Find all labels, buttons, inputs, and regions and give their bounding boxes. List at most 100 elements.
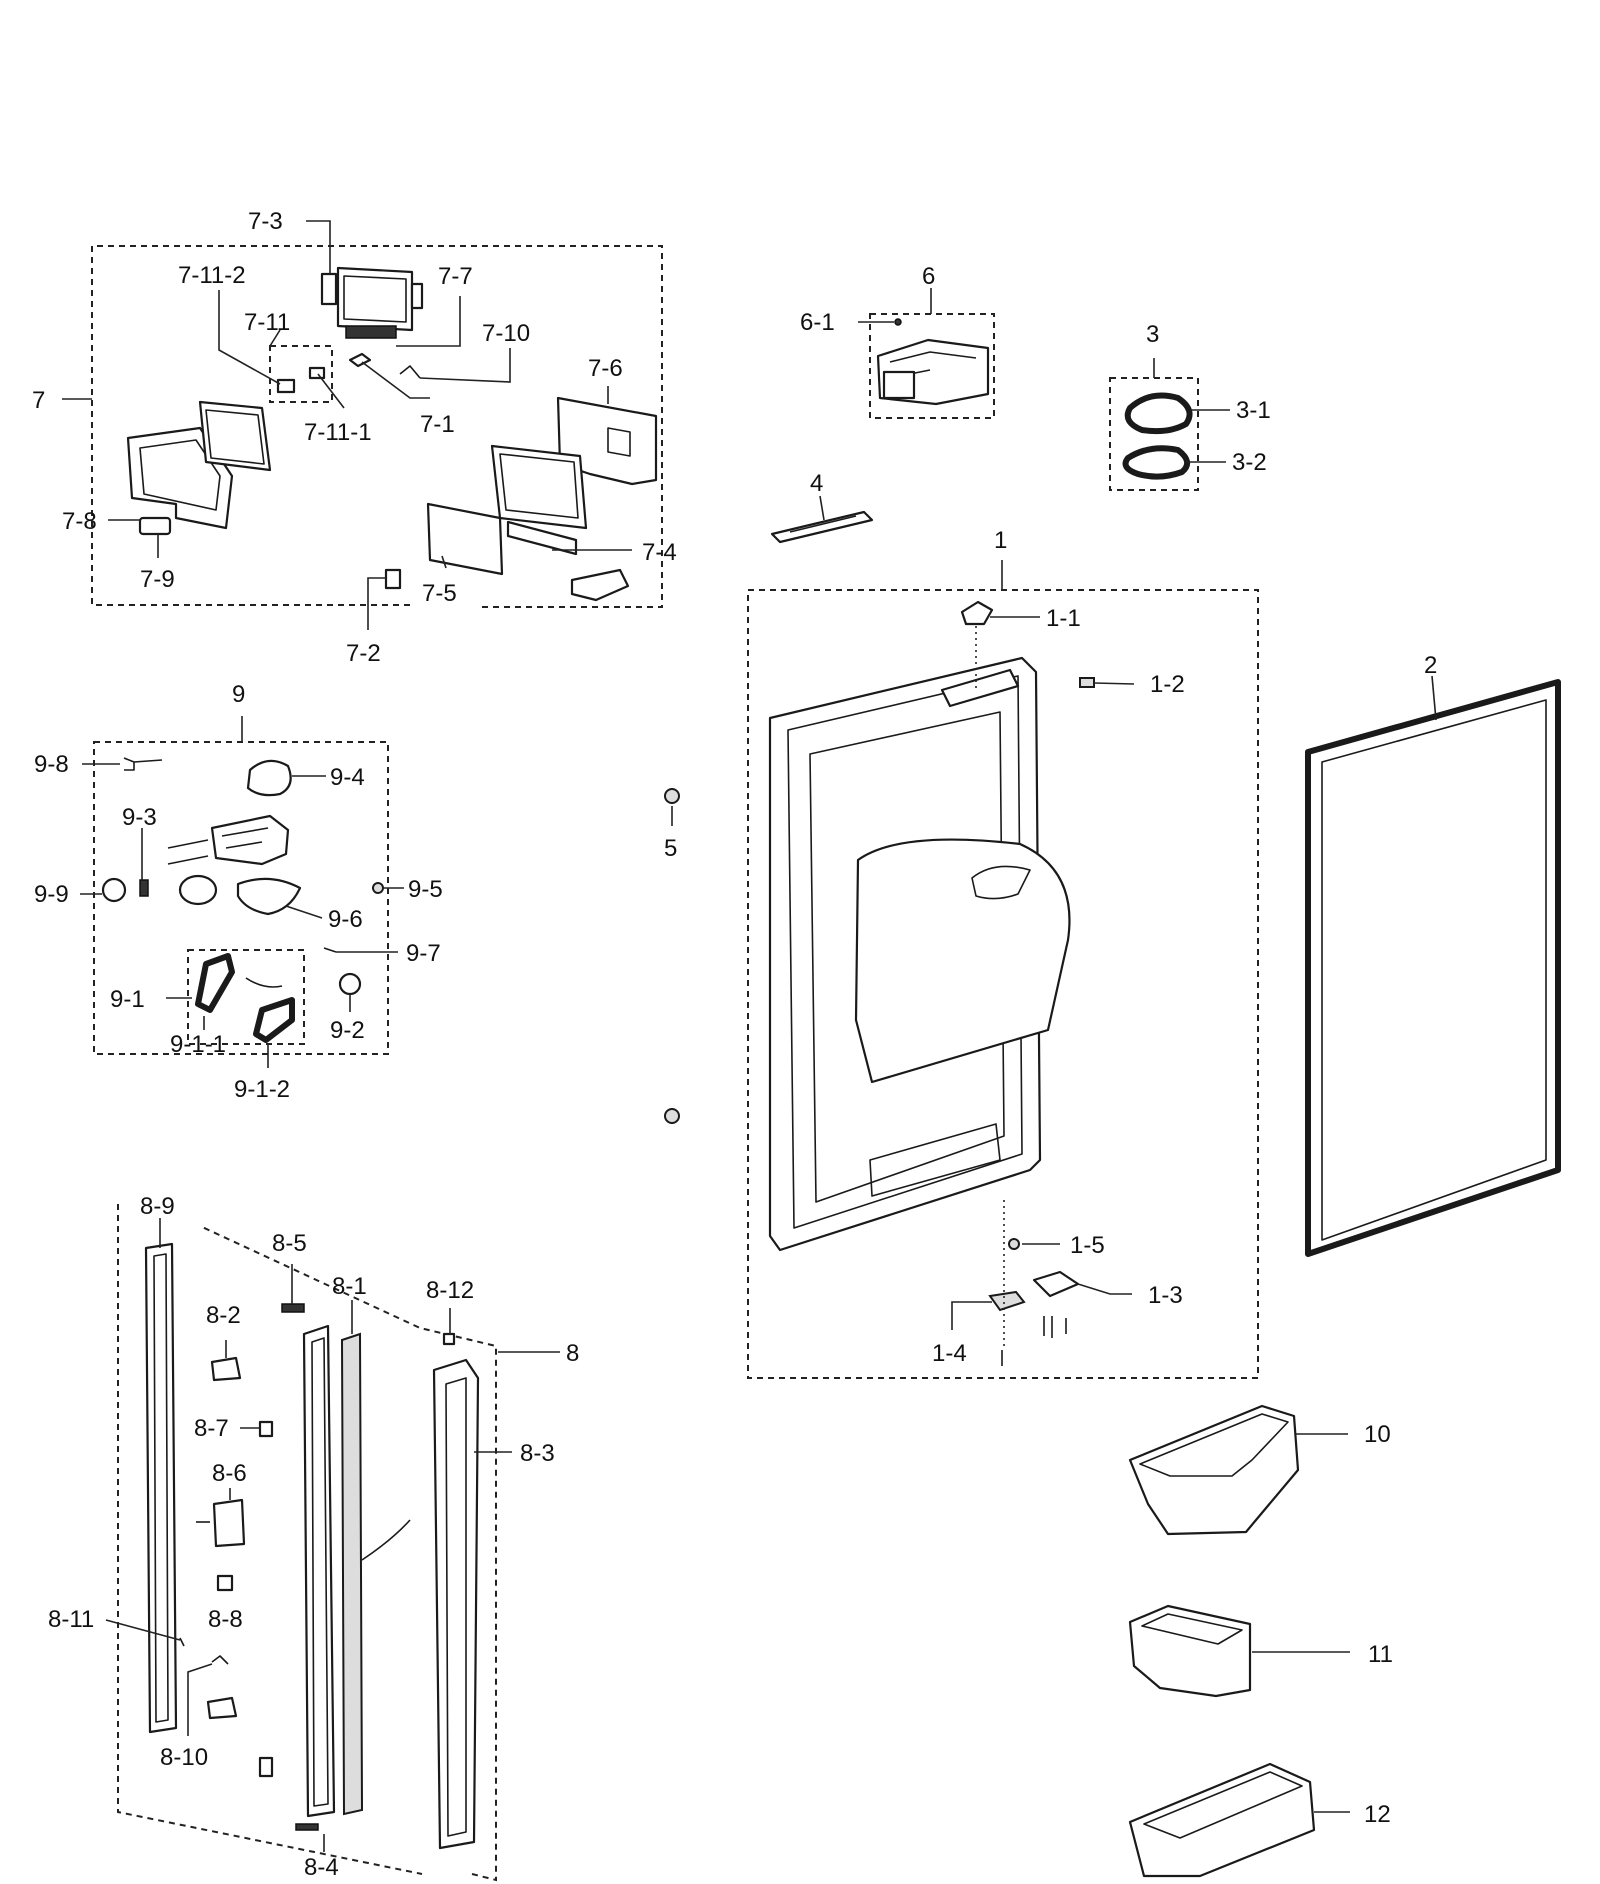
- part-1-door-inner-2: [809, 711, 1005, 1203]
- part-5-pin-upper: [664, 788, 680, 804]
- part-1-door-inner-1: [787, 675, 1023, 1229]
- part-8-11-pin: [179, 1637, 185, 1647]
- leader-1-4: [951, 1301, 992, 1330]
- group-5-hinge-pins: [664, 788, 680, 1124]
- leader-7-11-1: [317, 373, 345, 409]
- label-7-10: 7-10: [482, 320, 530, 347]
- part-3-1-seal: [1124, 392, 1193, 435]
- label-8-3: 8-3: [520, 1440, 555, 1467]
- label-8-10: 8-10: [160, 1744, 208, 1771]
- part-6-1-screw: [894, 318, 902, 326]
- label-11: 11: [1368, 1641, 1393, 1668]
- group-2-gasket: [1305, 675, 1561, 1257]
- part-9-6-funnel: [236, 877, 302, 916]
- part-9-1-1-bracket: [195, 953, 235, 1013]
- leader-7-7: [396, 296, 461, 347]
- label-9-7: 9-7: [406, 940, 441, 967]
- part-8-3-handle-cover: [432, 1358, 480, 1850]
- label-10: 10: [1364, 1421, 1391, 1448]
- label-5: 5: [664, 835, 677, 862]
- part-7-6-housing-recess: [607, 427, 631, 457]
- label-8-1: 8-1: [332, 1273, 367, 1300]
- group-7-11-boundary: [269, 345, 333, 403]
- part-9-1-wire: [245, 977, 283, 988]
- label-7-11-1: 7-11-1: [304, 419, 372, 446]
- part-2-gasket-inner: [1321, 699, 1547, 1241]
- group-1-boundary: [747, 589, 1259, 1379]
- part-12-bin-inner: [1143, 1771, 1303, 1839]
- part-10-bin-inner: [1139, 1413, 1289, 1477]
- leader-7-1: [361, 361, 430, 399]
- part-9-3-motor-assembly: [210, 814, 290, 866]
- label-9-5: 9-5: [408, 876, 443, 903]
- leader-8-10: [187, 1663, 213, 1736]
- part-9-5-grommet: [372, 882, 384, 894]
- part-drip-tray: [570, 568, 630, 602]
- part-8-2-bracket: [210, 1356, 242, 1382]
- label-1-3: 1-3: [1148, 1282, 1183, 1309]
- group-6-boundary: [869, 313, 995, 419]
- part-8-lower-clip: [258, 1756, 274, 1778]
- label-4: 4: [810, 470, 823, 497]
- part-7-10-wire: [399, 365, 421, 379]
- group-8-boundary: [117, 1204, 497, 1882]
- part-display-window: [198, 400, 272, 472]
- label-8-8: 8-8: [208, 1606, 243, 1633]
- label-3: 3: [1146, 321, 1159, 348]
- leader-7-11-2: [218, 290, 281, 385]
- label-9: 9: [232, 681, 245, 708]
- label-9-1: 9-1: [110, 986, 145, 1013]
- label-8-2: 8-2: [206, 1302, 241, 1329]
- part-inner-frame: [490, 444, 588, 530]
- label-1: 1: [994, 527, 1007, 554]
- group-10-bin: [1128, 1404, 1348, 1536]
- part-9-4-cover: [246, 759, 292, 797]
- label-9-9: 9-9: [34, 881, 69, 908]
- part-8-4-foot: [295, 1823, 319, 1831]
- part-7-3-bracket: [320, 272, 338, 306]
- part-8-3-handle-inner: [445, 1377, 467, 1837]
- callout-labels: 7-3 7-11-2 7-7 7-11 7-10 7-6 7 7-1 7-11-…: [32, 208, 1437, 1881]
- group-12-bin: [1128, 1762, 1350, 1878]
- part-11-bin: [1128, 1604, 1252, 1698]
- label-6-1: 6-1: [800, 309, 835, 336]
- label-7-1: 7-1: [420, 411, 455, 438]
- part-1-dispenser-recess: [854, 838, 1071, 1084]
- label-9-6: 9-6: [328, 906, 363, 933]
- part-8-5-cap: [281, 1303, 305, 1313]
- leader-9-6: [285, 905, 323, 919]
- leader-7-11: [269, 329, 281, 347]
- label-1-1: 1-1: [1046, 605, 1081, 632]
- part-8-4-handle-inner: [311, 1337, 329, 1807]
- part-7-4-bar: [506, 520, 578, 556]
- group-7-dispenser-panel: [62, 220, 663, 630]
- label-9-2: 9-2: [330, 1017, 365, 1044]
- part-7-7-control-board: [336, 266, 414, 332]
- group-6-motor: [858, 288, 995, 419]
- part-9-1-2-bracket: [253, 997, 295, 1043]
- label-8-6: 8-6: [212, 1460, 247, 1487]
- group-9-1-boundary: [187, 949, 305, 1045]
- label-8-5: 8-5: [272, 1230, 307, 1257]
- part-5-pin-lower: [664, 1108, 680, 1124]
- leader-7-2: [367, 577, 386, 630]
- part-3-2-seal: [1122, 445, 1191, 480]
- label-7-9: 7-9: [140, 566, 175, 593]
- part-9-3-screw-2: [167, 855, 209, 865]
- label-7-4: 7-4: [642, 539, 677, 566]
- label-9-1-2: 9-1-2: [234, 1076, 290, 1103]
- part-7-7-connector: [345, 325, 397, 339]
- part-8-7-clip: [258, 1420, 274, 1438]
- part-8-4-handle-body: [302, 1324, 336, 1818]
- label-8-7: 8-7: [194, 1415, 229, 1442]
- group-4-cap: [770, 495, 874, 544]
- part-8-1-wire: [361, 1519, 411, 1561]
- part-8-10-pin: [211, 1655, 229, 1665]
- label-8-4: 8-4: [304, 1854, 339, 1881]
- label-9-4: 9-4: [330, 764, 365, 791]
- part-7-1-switch: [348, 352, 372, 368]
- part-1-2-clip: [1079, 677, 1095, 688]
- part-8-1-heater: [340, 1332, 364, 1816]
- group-8-handle: [105, 1204, 560, 1882]
- label-8-11: 8-11: [48, 1606, 94, 1633]
